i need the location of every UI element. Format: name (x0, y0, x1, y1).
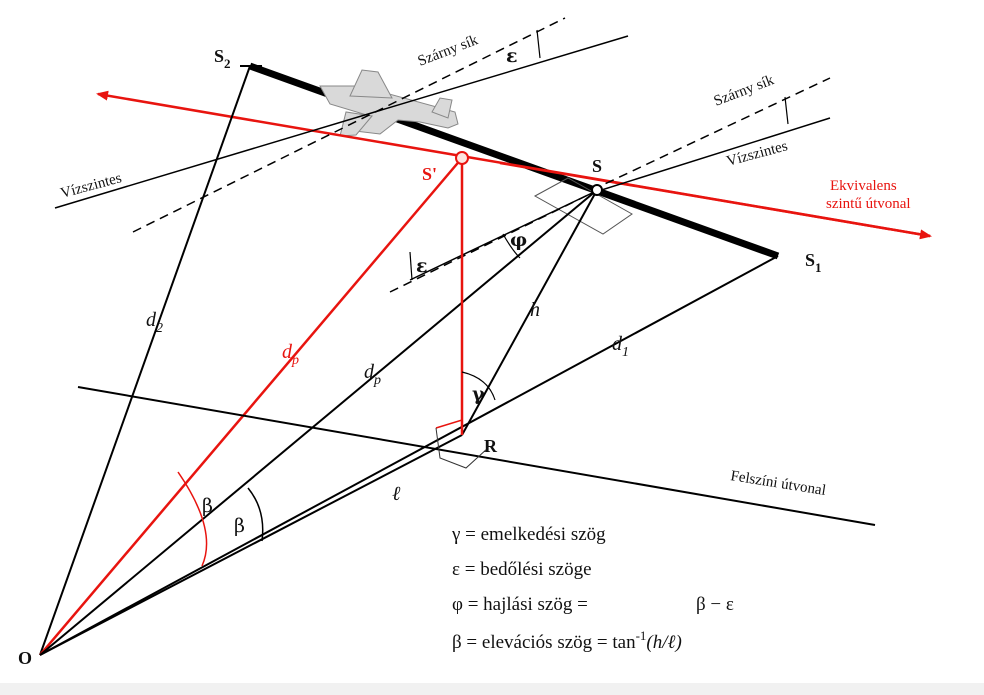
label-epsilon-top: ε (506, 45, 518, 67)
legend-line-phi-b: β − ε (696, 594, 734, 615)
label-surface-path: Felszíni útvonal (729, 468, 827, 499)
label-gamma: γ (472, 383, 485, 405)
epsilon-arc-mid (409, 251, 413, 281)
label-dp-red: dp (282, 341, 299, 368)
beta-arc-red (177, 471, 208, 567)
legend-line-beta: β = elevációs szög = tan-1(h/ℓ) (452, 628, 682, 653)
epsilon-arc-top (536, 29, 541, 59)
line-dp-red (39, 157, 463, 656)
label-s: S (592, 156, 602, 176)
wing-plane-line-left (132, 17, 566, 233)
legend-line-gamma: γ = emelkedési szög (451, 524, 606, 545)
label-horizontal-2: Vízszintes (725, 138, 790, 170)
legend-line-epsilon: ε = bedőlési szöge (452, 559, 592, 580)
label-dp-black: dp (364, 361, 381, 388)
label-o: O (18, 648, 32, 668)
legend-line-phi-a: φ = hajlási szög = (452, 594, 588, 615)
line-dp-black (39, 189, 598, 656)
label-wing-plane-2: Szárny sík (712, 72, 777, 110)
epsilon-arc-right (784, 96, 789, 125)
label-ell: ℓ (392, 483, 401, 505)
legend: γ = emelkedési szög ε = bedőlési szöge φ… (451, 524, 734, 653)
label-beta-black: β (234, 515, 245, 537)
horizontal-line-left (54, 35, 629, 209)
label-h: h (530, 299, 540, 321)
point-s (591, 184, 603, 196)
label-s2: S2 (214, 46, 231, 71)
bottom-bar (0, 683, 984, 695)
airplane-icon (319, 69, 459, 137)
line-ell (39, 434, 463, 656)
line-h (461, 189, 598, 436)
label-d1: d1 (612, 333, 629, 360)
label-equivalent-path-2: szintű útvonal (826, 196, 911, 212)
right-angle-marker-2 (435, 427, 489, 469)
point-s-prime (455, 151, 469, 165)
label-phi: φ (510, 229, 527, 251)
label-s-prime: S' (422, 164, 437, 184)
label-d2: d2 (146, 309, 163, 336)
right-angle-marker (435, 418, 463, 435)
aircraft-outline-at-s (533, 177, 633, 235)
label-s1: S1 (805, 250, 822, 275)
beta-arc-black (247, 487, 264, 542)
equivalent-path-arrow-right (499, 161, 932, 240)
gamma-arc (461, 371, 496, 401)
label-epsilon-mid: ε (416, 255, 428, 277)
line-d1 (39, 255, 779, 656)
label-equivalent-path-1: Ekvivalens (830, 178, 897, 194)
horizontal-line-right (591, 117, 831, 194)
horizontal-line-lower (409, 192, 593, 281)
line-d2 (39, 65, 251, 656)
label-r: R (484, 436, 498, 456)
label-beta-red: β (202, 495, 213, 517)
surface-path-line (77, 386, 876, 526)
